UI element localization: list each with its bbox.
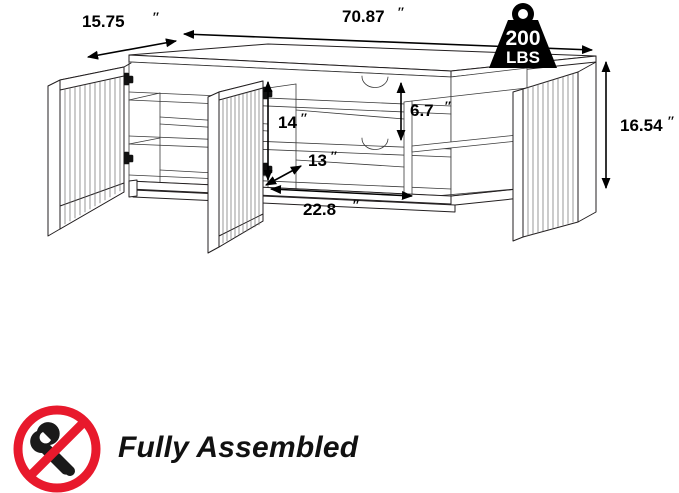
cabinet-foot-left	[128, 179, 138, 198]
dimension-shelf-gap-label: 6.7	[410, 101, 434, 120]
dimension-bay-width: 22.8 ″	[269, 185, 414, 219]
cable-management-cutouts	[361, 75, 389, 150]
dimension-interior-depth-label: 13	[308, 151, 327, 170]
dimension-interior-depth-unit: ″	[330, 149, 338, 165]
door-center-open	[207, 80, 273, 254]
prohibition-ring	[13, 405, 101, 493]
weight-unit: LBS	[506, 48, 540, 67]
dimension-door-height: 14 ″	[263, 80, 308, 182]
prohibition-slash	[25, 417, 89, 481]
dimension-depth-unit: ″	[152, 10, 160, 26]
door-left-open	[47, 62, 134, 237]
hinge-left-top	[123, 72, 134, 86]
dimension-width-unit: ″	[397, 5, 405, 21]
hinge-left-bottom	[123, 151, 134, 165]
no-tools-icon	[13, 405, 101, 493]
dimension-height-label: 16.54	[620, 116, 663, 135]
dimension-bay-width-label: 22.8	[303, 200, 336, 219]
dimension-height: 16.54 ″	[601, 60, 675, 190]
dimension-width-label: 70.87	[342, 7, 385, 26]
cabinet-illustration	[47, 43, 597, 254]
weight-amount: 200	[505, 27, 540, 50]
weight-capacity-badge: 200 LBS	[489, 3, 557, 68]
dimension-annotations: 15.75 ″ 70.87 ″ 16.54 ″ 14 ″ 13 ″	[82, 5, 675, 219]
dimension-height-unit: ″	[667, 114, 675, 130]
fully-assembled-label: Fully Assembled	[118, 431, 359, 464]
dimension-shelf-gap-unit: ″	[444, 99, 452, 115]
dimension-depth: 15.75 ″	[82, 10, 178, 60]
dimension-interior-depth: 13 ″	[265, 149, 338, 186]
fully-assembled-badge: Fully Assembled	[13, 405, 359, 493]
dimension-door-height-unit: ″	[300, 111, 308, 127]
dimension-depth-label: 15.75	[82, 12, 125, 31]
cabinet-shelf-center	[295, 109, 405, 168]
dimension-bay-width-unit: ″	[352, 198, 360, 214]
dimension-door-height-label: 14	[278, 113, 297, 132]
dimension-shelf-gap: 6.7 ″	[396, 81, 452, 142]
wrench-icon	[30, 422, 76, 476]
door-right-closed	[512, 61, 597, 242]
